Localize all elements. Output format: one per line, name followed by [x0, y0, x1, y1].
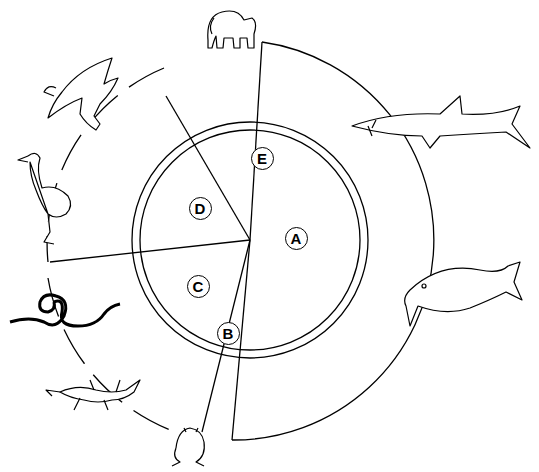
callout-circle: B — [217, 322, 240, 345]
callout-letter: C — [193, 279, 204, 294]
callout-letter: E — [257, 151, 267, 166]
shark — [352, 96, 530, 148]
callout-letter: D — [195, 201, 206, 216]
eagle — [48, 58, 118, 130]
elephant — [208, 11, 256, 48]
callout-letter: A — [291, 231, 302, 246]
elephant-ear — [210, 18, 214, 34]
ostrich — [28, 153, 71, 244]
callout-circle: A — [285, 227, 308, 250]
right-arc — [232, 42, 434, 440]
divider — [250, 42, 262, 240]
snake — [10, 295, 120, 326]
left-arc-lower — [48, 278, 170, 430]
shark-detail — [368, 120, 376, 136]
ostrich-beak — [18, 156, 28, 162]
frog — [172, 428, 204, 466]
salmon — [405, 262, 522, 326]
salmon-eye — [422, 284, 426, 288]
callout-circle: C — [187, 275, 210, 298]
divider — [202, 240, 250, 432]
callout-circle: D — [189, 197, 212, 220]
callout-letter: B — [223, 326, 234, 341]
lizard-legs — [46, 380, 120, 410]
lizard — [60, 380, 140, 402]
divider — [50, 240, 250, 262]
eagle-head — [44, 87, 56, 96]
divider — [166, 96, 250, 240]
callout-circle: E — [251, 147, 274, 170]
